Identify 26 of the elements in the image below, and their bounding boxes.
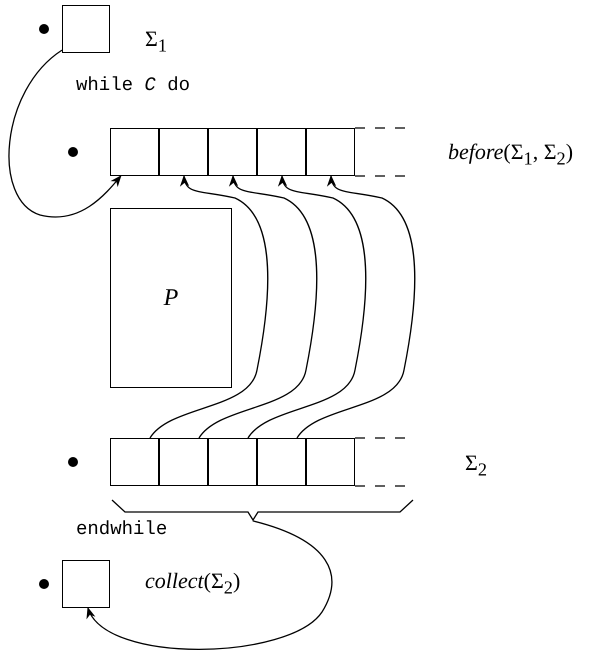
- arrow: [8, 50, 122, 218]
- arrow: [149, 174, 268, 438]
- state-box: [62, 560, 110, 608]
- state-cell: [257, 438, 306, 486]
- state-cell: [110, 438, 159, 486]
- code-keyword: while C do: [76, 76, 190, 95]
- program-box: [110, 208, 232, 388]
- arrow: [198, 174, 318, 438]
- state-cell: [257, 128, 306, 176]
- state-cell: [159, 438, 208, 486]
- state-label: collect(Σ$_{2}$): [145, 570, 240, 597]
- code-keyword: endwhile: [76, 520, 168, 539]
- arrow: [296, 174, 416, 438]
- state-cell: [306, 438, 355, 486]
- state-cell: [306, 128, 355, 176]
- state-box: [62, 5, 110, 53]
- arrow: [87, 520, 332, 650]
- state-cell: [110, 128, 159, 176]
- state-cell: [208, 438, 257, 486]
- state-cell: [159, 128, 208, 176]
- arrow: [247, 174, 366, 438]
- state-label: Σ$_{1}$: [145, 28, 167, 55]
- state-label: before(Σ$_{1}$, Σ$_{2}$): [448, 141, 574, 168]
- state-label: Σ$_{2}$: [465, 452, 487, 479]
- state-cell: [208, 128, 257, 176]
- program-name: P: [164, 284, 178, 312]
